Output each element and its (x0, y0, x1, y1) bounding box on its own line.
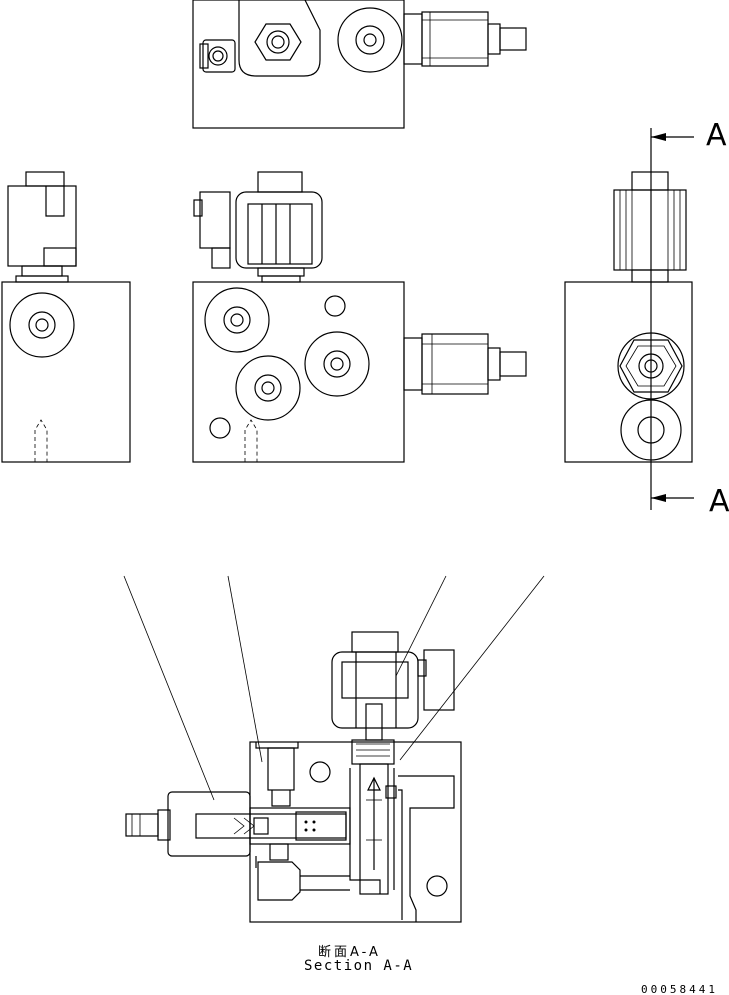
front-view (192, 171, 527, 463)
section-marker-top: A (706, 118, 727, 153)
left-side-view (1, 171, 131, 463)
drawing-number: 00058441 (641, 983, 718, 995)
section-caption-japanese: 断面A-A (318, 945, 381, 960)
section-caption-english: Section A-A (304, 958, 414, 974)
top-view (192, 0, 527, 129)
right-side-view (564, 128, 694, 510)
section-marker-bottom: A (709, 484, 729, 519)
section-view (123, 575, 545, 923)
